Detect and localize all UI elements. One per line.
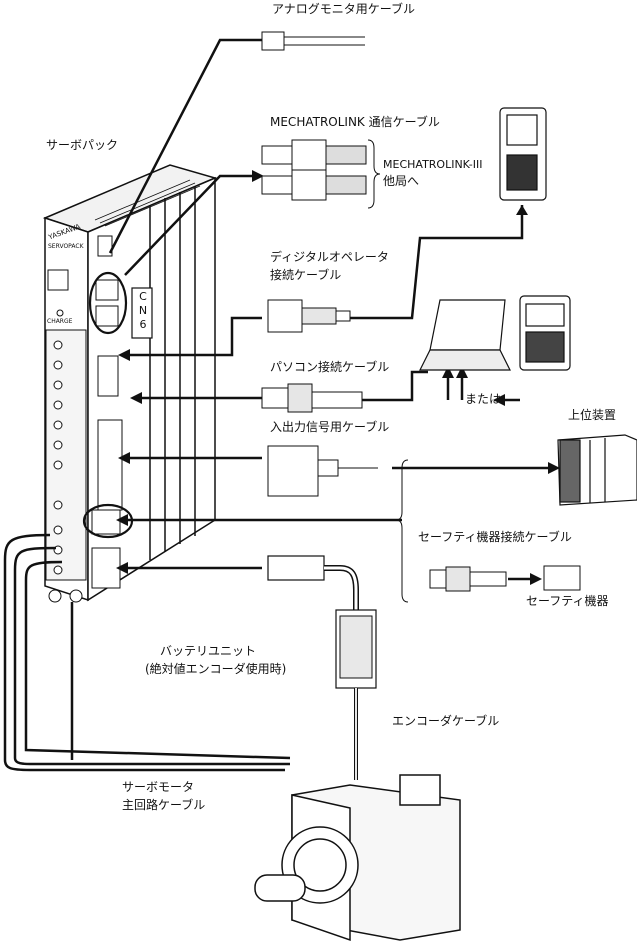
cn6-highlight-ring	[88, 271, 128, 335]
cn6-label: C N 6	[138, 290, 148, 331]
pc-cable-connector	[261, 383, 363, 413]
safety-cable-connector	[429, 566, 507, 592]
host-device-label: 上位装置	[568, 408, 617, 422]
safety-device-label: セーフティ機器	[526, 594, 609, 608]
mechatrolink-other-station-label-2: 他局へ	[383, 174, 420, 188]
arrowheads	[116, 170, 560, 585]
digital-operator-cable-label-1: ディジタルオペレータ	[270, 250, 389, 264]
motor-main-cable-label-2: 主回路ケーブル	[122, 798, 206, 812]
servo-motor	[254, 774, 461, 942]
safety-brace	[395, 459, 409, 603]
host-controller-device	[557, 434, 637, 506]
connection-lines	[3, 38, 548, 772]
battery-unit-label-2: (絶対値エンコーダ使用時)	[145, 662, 287, 676]
motor-main-cable-label-1: サーボモータ	[122, 780, 195, 794]
encoder-cable-label: エンコーダケーブル	[392, 714, 500, 728]
mechatrolink-cable-label: MECHATROLINK 通信ケーブル	[270, 115, 440, 129]
mechatrolink-brace	[367, 139, 381, 209]
battery-unit-label-1: バッテリユニット	[160, 644, 257, 658]
pc-cable-label: パソコン接続ケーブル	[270, 360, 390, 374]
digital-operator-device	[499, 107, 547, 201]
safety-device-box	[543, 565, 581, 591]
servopack-front-details	[45, 235, 123, 603]
battery-unit-device	[339, 615, 373, 679]
handheld-operator-device	[519, 295, 571, 371]
io-cable-label: 入出力信号用ケーブル	[270, 420, 390, 434]
analog-monitor-cable-label: アナログモニタ用ケーブル	[272, 2, 416, 16]
laptop-device	[419, 299, 511, 371]
servopack-logo: SERVOPACK	[48, 243, 84, 250]
mechatrolink-connectors	[261, 139, 367, 201]
digital-operator-cable-label-2: 接続ケーブル	[270, 268, 342, 282]
digital-operator-connector	[267, 299, 351, 333]
io-cable-connector	[267, 445, 378, 497]
cn6-label-box	[131, 287, 153, 339]
or-label: または	[465, 392, 502, 406]
mechatrolink-other-station-label-1: MECHATROLINK-III	[383, 158, 483, 171]
charge-label: CHARGE	[47, 318, 73, 325]
safety-cable-label: セーフティ機器接続ケーブル	[418, 530, 572, 544]
servopack-label: サーボパック	[46, 138, 119, 152]
analog-monitor-connector	[261, 31, 365, 51]
